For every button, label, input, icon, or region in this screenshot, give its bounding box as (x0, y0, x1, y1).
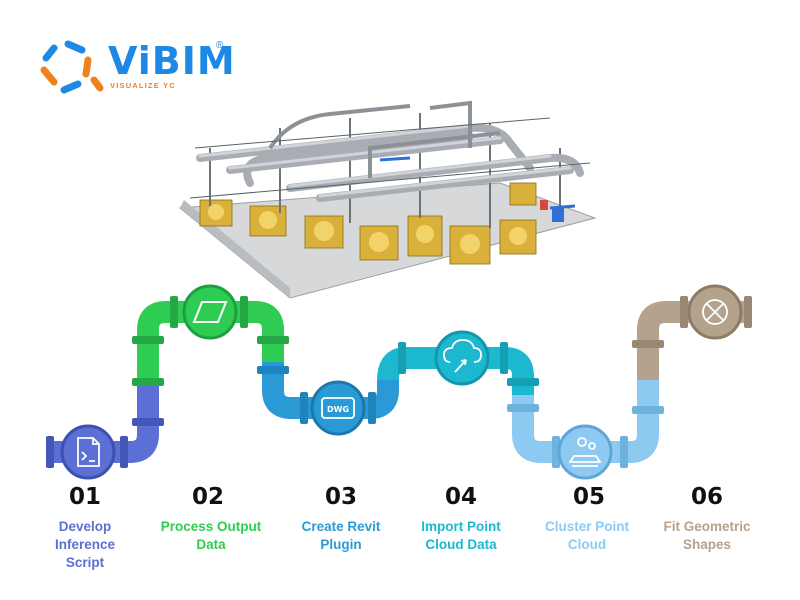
step-06-label-line-1: Fit Geometric (663, 519, 751, 534)
step-05-label-line-2: Cloud (567, 537, 607, 552)
step-04-label-line-2: Cloud Data (425, 537, 497, 552)
dwg-file-icon: DWG (321, 397, 355, 419)
step-03-valve: DWG (310, 380, 366, 436)
step-03-label-line-2: Plugin (320, 537, 362, 552)
step-01-label-line-2: Inference (54, 537, 116, 552)
step-05-valve (557, 424, 613, 480)
logo-registered: ® (216, 40, 224, 51)
logo-wordmark: ViBIM (108, 42, 236, 80)
step-04-label: Import Point Cloud Data (396, 518, 526, 554)
step-03-label-line-1: Create Revit (301, 519, 381, 534)
step-06-number: 06 (690, 484, 723, 510)
step-01-label: Develop Inference Script (20, 518, 150, 572)
step-04-valve (434, 330, 490, 386)
logo-mark-icon (40, 40, 104, 94)
step-06-valve (687, 284, 743, 340)
mep-model-illustration (178, 100, 597, 299)
step-01-valve (60, 424, 116, 480)
step-02-label: Process Output Data (146, 518, 276, 554)
step-03-label: Create Revit Plugin (276, 518, 406, 554)
step-02-valve (182, 284, 238, 340)
step-03-number: 03 (324, 484, 357, 510)
step-06-label-line-2: Shapes (682, 537, 732, 552)
step-02-label-line-1: Process Output (160, 519, 262, 534)
step-05-number: 05 (572, 484, 605, 510)
step-06-label: Fit Geometric Shapes (642, 518, 772, 554)
step-01-label-line-1: Develop (58, 519, 112, 534)
cloud-upload-icon (443, 339, 482, 373)
vibim-logo: ViBIM ® VISUALIZE YC (38, 36, 238, 98)
logo-name: ViBIM (108, 39, 236, 83)
step-04-label-line-1: Import Point (421, 519, 501, 534)
code-file-icon (77, 437, 100, 467)
parallelogram-icon (192, 301, 228, 323)
cluster-icon (568, 437, 602, 467)
step-02-label-line-2: Data (196, 537, 226, 552)
step-04-number: 04 (444, 484, 477, 510)
dwg-icon-text: DWG (327, 405, 349, 414)
shape-circle-x-icon (702, 299, 728, 325)
step-02-number: 02 (191, 484, 224, 510)
step-01-number: 01 (68, 484, 101, 510)
logo-tagline: VISUALIZE YC (110, 81, 176, 90)
pipe-flanges (46, 296, 752, 468)
step-05-label-line-1: Cluster Point (544, 519, 629, 534)
step-01-label-line-3: Script (65, 555, 105, 570)
step-05-label: Cluster Point Cloud (522, 518, 652, 554)
